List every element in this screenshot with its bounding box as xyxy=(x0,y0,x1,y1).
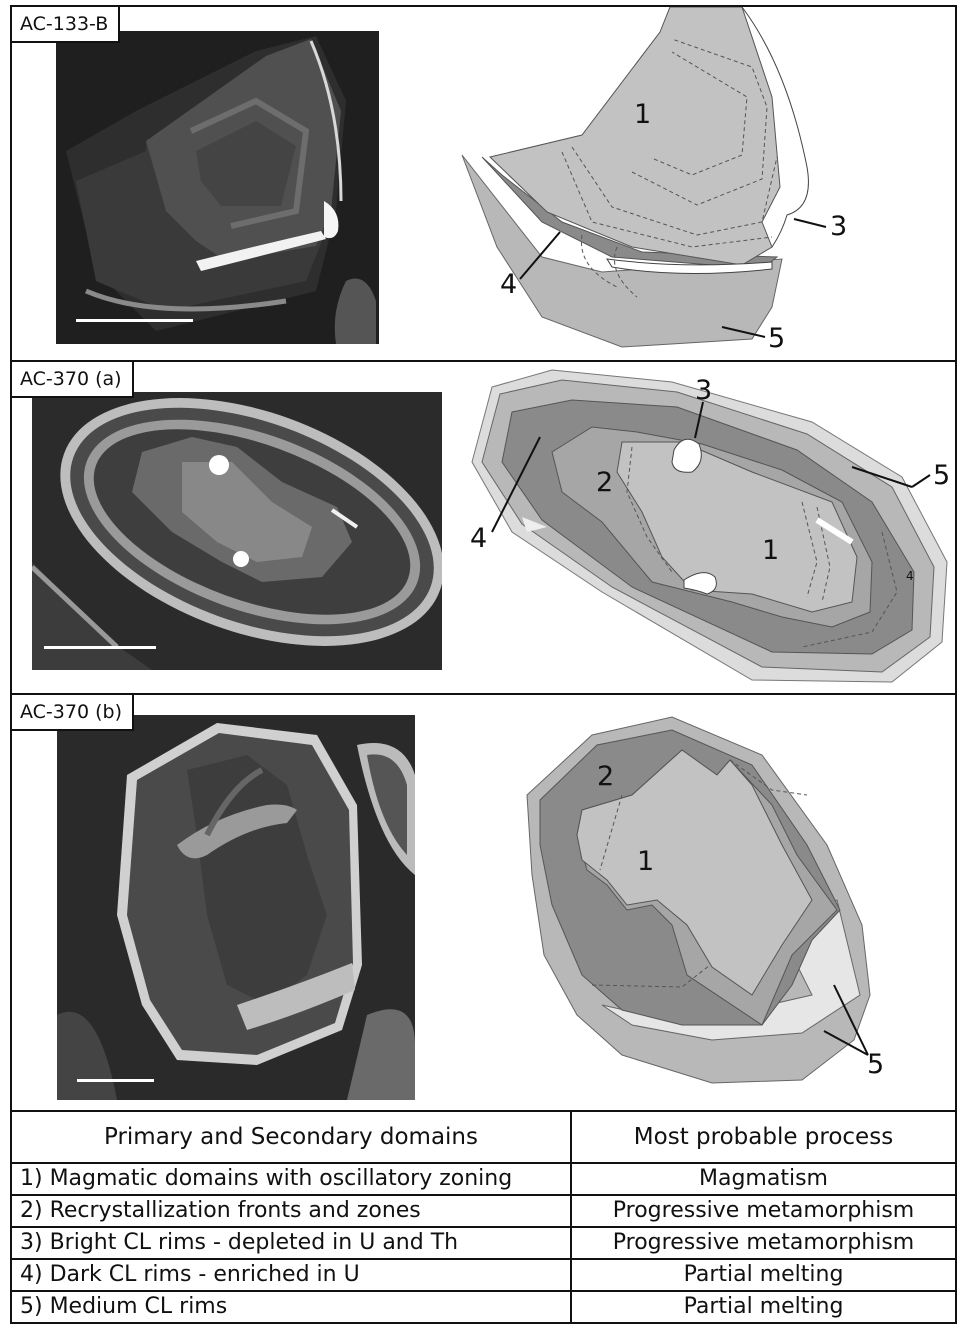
domain-label-5: 5 xyxy=(768,323,785,354)
domain-label-4: 4 xyxy=(500,269,517,300)
legend-domain: 5) Medium CL rims xyxy=(11,1291,571,1323)
domain-label-1: 1 xyxy=(634,99,651,130)
domain-label-3: 3 xyxy=(695,375,712,406)
legend-row: 4) Dark CL rims - enriched in U Partial … xyxy=(11,1259,956,1291)
legend-row: 2) Recrystallization fronts and zones Pr… xyxy=(11,1195,956,1227)
domain-label-5: 5 xyxy=(933,460,950,491)
domain-sketch: 1 3 4 5 xyxy=(442,7,957,362)
domain-label-2: 2 xyxy=(596,467,613,498)
legend-process: Partial melting xyxy=(571,1291,956,1323)
domain-sketch: 1 2 5 xyxy=(482,695,957,1112)
domain-label-2: 2 xyxy=(597,761,614,792)
domain-sketch: 1 2 3 4 5 4 xyxy=(452,362,957,695)
domain-label-3: 3 xyxy=(830,211,847,242)
domain-label-4-small: 4 xyxy=(906,569,914,583)
legend-domain: 1) Magmatic domains with oscillatory zon… xyxy=(11,1163,571,1195)
legend-process: Progressive metamorphism xyxy=(571,1195,956,1227)
legend-process: Progressive metamorphism xyxy=(571,1227,956,1259)
sample-label: AC-370 (b) xyxy=(12,695,134,731)
legend-process: Partial melting xyxy=(571,1259,956,1291)
legend-row: 5) Medium CL rims Partial melting xyxy=(11,1291,956,1323)
panel-ac-133-b: AC-133-B xyxy=(10,5,957,362)
legend-domain: 4) Dark CL rims - enriched in U xyxy=(11,1259,571,1291)
legend-header-domains: Primary and Secondary domains xyxy=(11,1111,571,1163)
domain-label-4: 4 xyxy=(470,523,487,554)
domain-label-1: 1 xyxy=(637,846,654,877)
sample-label: AC-370 (a) xyxy=(12,362,134,398)
legend-header-row: Primary and Secondary domains Most proba… xyxy=(11,1111,956,1163)
domain-label-1: 1 xyxy=(762,535,779,566)
sample-label: AC-133-B xyxy=(12,7,120,43)
panel-ac-370-a: AC-370 (a) xyxy=(10,360,957,695)
cl-image xyxy=(56,31,379,344)
legend-process: Magmatism xyxy=(571,1163,956,1195)
cl-image xyxy=(32,392,442,670)
legend-row: 3) Bright CL rims - depleted in U and Th… xyxy=(11,1227,956,1259)
cl-image xyxy=(57,715,415,1100)
legend-domain: 2) Recrystallization fronts and zones xyxy=(11,1195,571,1227)
legend-header-process: Most probable process xyxy=(571,1111,956,1163)
panel-ac-370-b: AC-370 (b) xyxy=(10,693,957,1112)
legend-row: 1) Magmatic domains with oscillatory zon… xyxy=(11,1163,956,1195)
legend-domain: 3) Bright CL rims - depleted in U and Th xyxy=(11,1227,571,1259)
domain-label-5: 5 xyxy=(867,1049,884,1080)
domain-legend-table: Primary and Secondary domains Most proba… xyxy=(10,1110,957,1324)
